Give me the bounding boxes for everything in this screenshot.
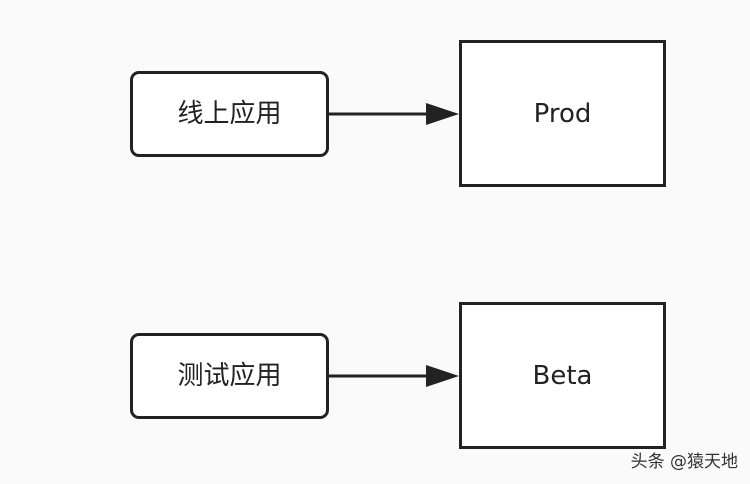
edge-app-prod-arrowhead bbox=[426, 103, 459, 125]
node-prod-application: 线上应用 bbox=[130, 71, 329, 157]
node-beta-environment: Beta bbox=[459, 302, 666, 449]
node-test-application-label: 测试应用 bbox=[177, 361, 282, 391]
watermark-text: 头条 @猿天地 bbox=[630, 452, 738, 472]
node-test-application: 测试应用 bbox=[130, 333, 329, 419]
watermark: 头条 @猿天地 bbox=[631, 447, 738, 472]
node-prod-application-label: 线上应用 bbox=[177, 99, 282, 129]
node-prod-environment: Prod bbox=[459, 40, 666, 187]
edge-app-beta-arrowhead bbox=[426, 365, 459, 387]
node-prod-environment-label: Prod bbox=[533, 98, 592, 129]
node-beta-environment-label: Beta bbox=[532, 360, 593, 391]
